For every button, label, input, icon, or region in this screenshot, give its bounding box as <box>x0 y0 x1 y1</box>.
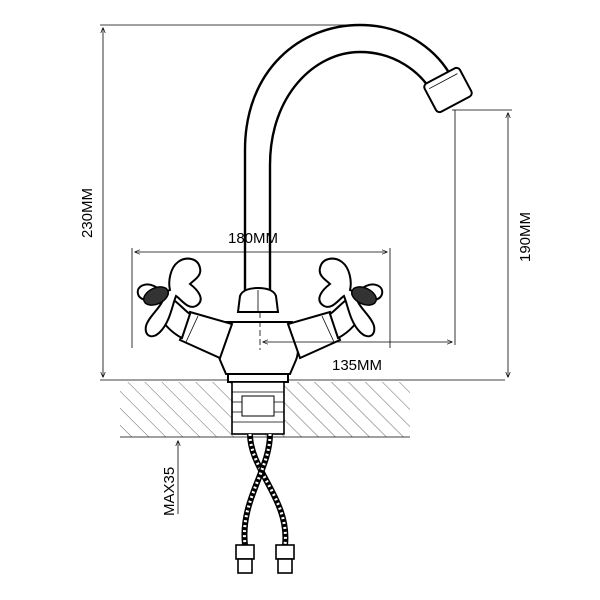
dimension-max-thickness: MAX35 <box>161 441 178 516</box>
dimension-spout-reach: 135MM <box>259 110 456 374</box>
left-cross-handle <box>136 257 202 338</box>
aerator <box>423 66 473 114</box>
spout-nut <box>236 286 280 313</box>
dimension-handle-span: 180MM <box>131 230 391 348</box>
dimension-max-thickness-label: MAX35 <box>161 467 178 516</box>
dimension-spout-height-label: 190MM <box>517 212 534 262</box>
dimension-handle-span-label: 180MM <box>228 230 278 247</box>
dimension-spout-height: 190MM <box>452 109 534 377</box>
dimension-total-height: 230MM <box>79 24 360 377</box>
countertop-section <box>100 379 505 438</box>
threaded-shank <box>231 381 285 435</box>
faucet-spout <box>243 23 473 290</box>
flexible-hoses <box>235 433 295 574</box>
dimension-total-height-label: 230MM <box>79 188 96 238</box>
dimension-spout-reach-label: 135MM <box>332 357 382 374</box>
right-cross-handle <box>318 257 384 338</box>
